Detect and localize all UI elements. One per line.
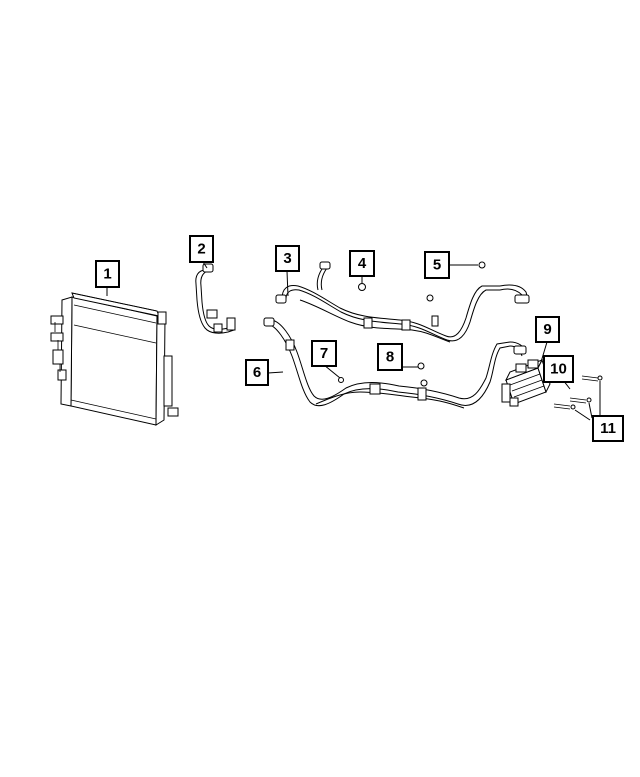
callout-6-label: 6 — [253, 364, 261, 381]
callout-5: 5 — [424, 251, 450, 279]
callout-9-label: 9 — [543, 321, 551, 338]
part-9-cooler[interactable] — [501, 358, 551, 407]
callout-4: 4 — [349, 250, 375, 277]
callout-1: 1 — [95, 260, 120, 288]
part-8-stud[interactable] — [417, 362, 428, 387]
callout-7-label: 7 — [320, 345, 328, 362]
part-2-hose[interactable] — [195, 263, 236, 334]
part-4-nut[interactable] — [358, 283, 366, 291]
part-7-nut[interactable] — [338, 377, 344, 383]
callout-5-label: 5 — [433, 257, 441, 274]
callout-9: 9 — [535, 316, 560, 343]
leader-lines — [106, 261, 601, 421]
callout-1-label: 1 — [103, 266, 111, 283]
callout-11-label: 11 — [600, 420, 616, 437]
callout-2: 2 — [189, 235, 214, 263]
part-3-hose[interactable] — [275, 261, 530, 343]
callout-7: 7 — [311, 340, 337, 367]
callout-8: 8 — [377, 343, 403, 371]
callout-4-label: 4 — [358, 255, 367, 272]
part-11-washers[interactable] — [570, 375, 603, 410]
part-6-hose[interactable] — [263, 317, 527, 409]
part-5-fastener[interactable] — [426, 261, 486, 302]
callout-3: 3 — [275, 245, 300, 272]
callout-10-label: 10 — [550, 361, 567, 378]
callout-2-label: 2 — [197, 241, 205, 258]
callout-10: 10 — [543, 355, 574, 383]
part-10-bolts[interactable] — [553, 375, 599, 410]
part-1-condenser[interactable] — [50, 292, 179, 426]
callout-11: 11 — [592, 415, 624, 442]
callout-8-label: 8 — [386, 349, 394, 366]
callout-6: 6 — [245, 359, 269, 386]
callout-3-label: 3 — [283, 250, 291, 267]
